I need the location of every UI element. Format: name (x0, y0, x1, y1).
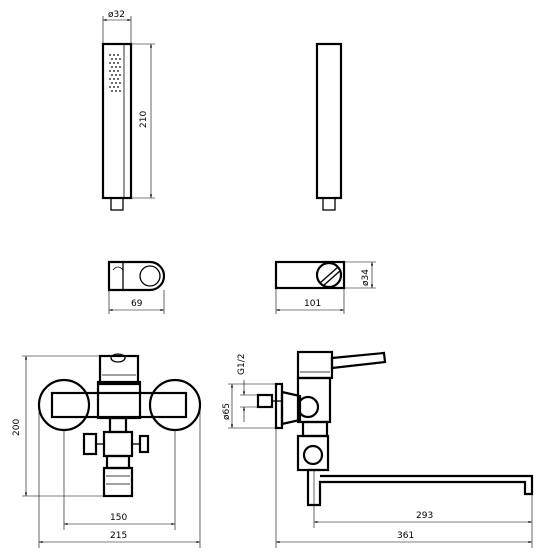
dim-overall-depth: 361 (397, 531, 414, 541)
nozzle-pattern (109, 54, 121, 92)
dim-side-holder-diameter: ø34 (361, 269, 371, 286)
mixer-side-view: G1/2 ø65 293 361 (222, 350, 534, 548)
dim-mixer-width: 215 (110, 531, 127, 541)
dim-shower-diameter: ø32 (108, 10, 125, 20)
dim-mixer-height: 200 (12, 419, 22, 436)
dim-shower-length: 210 (139, 111, 149, 128)
dim-flange-diameter: ø65 (222, 403, 232, 420)
wall-holder-front-view: 69 (107, 260, 166, 314)
dim-mixer-centres: 150 (110, 513, 127, 523)
dim-connection-thread: G1/2 (237, 354, 247, 375)
dim-holder-width: 69 (131, 299, 143, 309)
wall-holder-side-view: 101 ø34 (274, 260, 376, 314)
dim-side-holder-width: 101 (304, 299, 321, 309)
hand-shower-front-view: ø32 210 (101, 10, 155, 211)
dim-spout-reach: 293 (416, 511, 433, 521)
mixer-front-view: 200 150 215 (12, 353, 202, 548)
hand-shower-side-view (315, 42, 343, 211)
